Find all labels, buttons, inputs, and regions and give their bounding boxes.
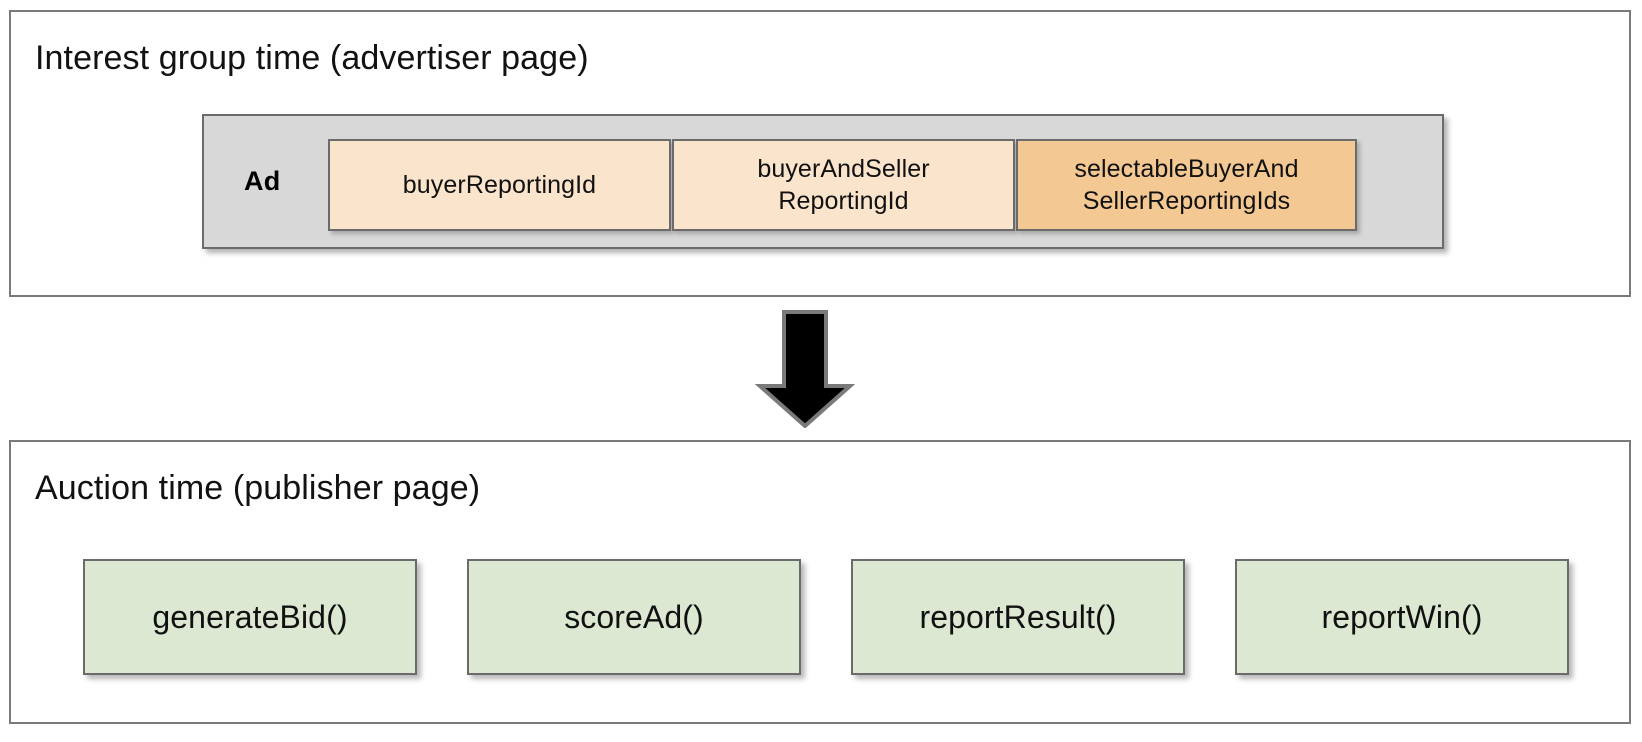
advertiser-section-title: Interest group time (advertiser page)	[35, 39, 589, 77]
auction-function-box-report-win: reportWin()	[1235, 559, 1569, 675]
auction-section-panel: Auction time (publisher page) generateBi…	[9, 440, 1631, 724]
reporting-id-label-line1: buyerAndSeller	[757, 155, 930, 183]
auction-function-box-score-ad: scoreAd()	[467, 559, 801, 675]
reporting-id-box-buyer-reporting-id: buyerReportingId	[328, 139, 671, 231]
auction-function-label: scoreAd()	[564, 599, 704, 635]
arrow-down-icon	[755, 310, 855, 428]
reporting-id-box-buyer-and-seller-reporting-id: buyerAndSeller ReportingId	[672, 139, 1015, 231]
reporting-id-label-line1: selectableBuyerAnd	[1074, 155, 1299, 183]
auction-function-label: reportWin()	[1321, 599, 1483, 635]
ad-group-container: Ad buyerReportingId buyerAndSeller Repor…	[202, 114, 1444, 249]
ad-label: Ad	[244, 166, 281, 196]
auction-section-title: Auction time (publisher page)	[35, 469, 481, 507]
auction-function-label: reportResult()	[919, 599, 1117, 635]
advertiser-section-panel: Interest group time (advertiser page) Ad…	[9, 10, 1631, 297]
reporting-id-label-line2: SellerReportingIds	[1082, 187, 1291, 215]
reporting-id-label: selectableBuyerAnd SellerReportingIds	[1074, 153, 1298, 217]
auction-function-box-generate-bid: generateBid()	[83, 559, 417, 675]
reporting-id-box-selectable-buyer-and-seller-reporting-ids: selectableBuyerAnd SellerReportingIds	[1016, 139, 1357, 231]
reporting-id-label-line2: ReportingId	[778, 187, 909, 215]
auction-function-label: generateBid()	[152, 599, 348, 635]
reporting-id-label: buyerReportingId	[402, 171, 597, 199]
auction-function-box-report-result: reportResult()	[851, 559, 1185, 675]
reporting-id-label: buyerAndSeller ReportingId	[757, 153, 929, 217]
